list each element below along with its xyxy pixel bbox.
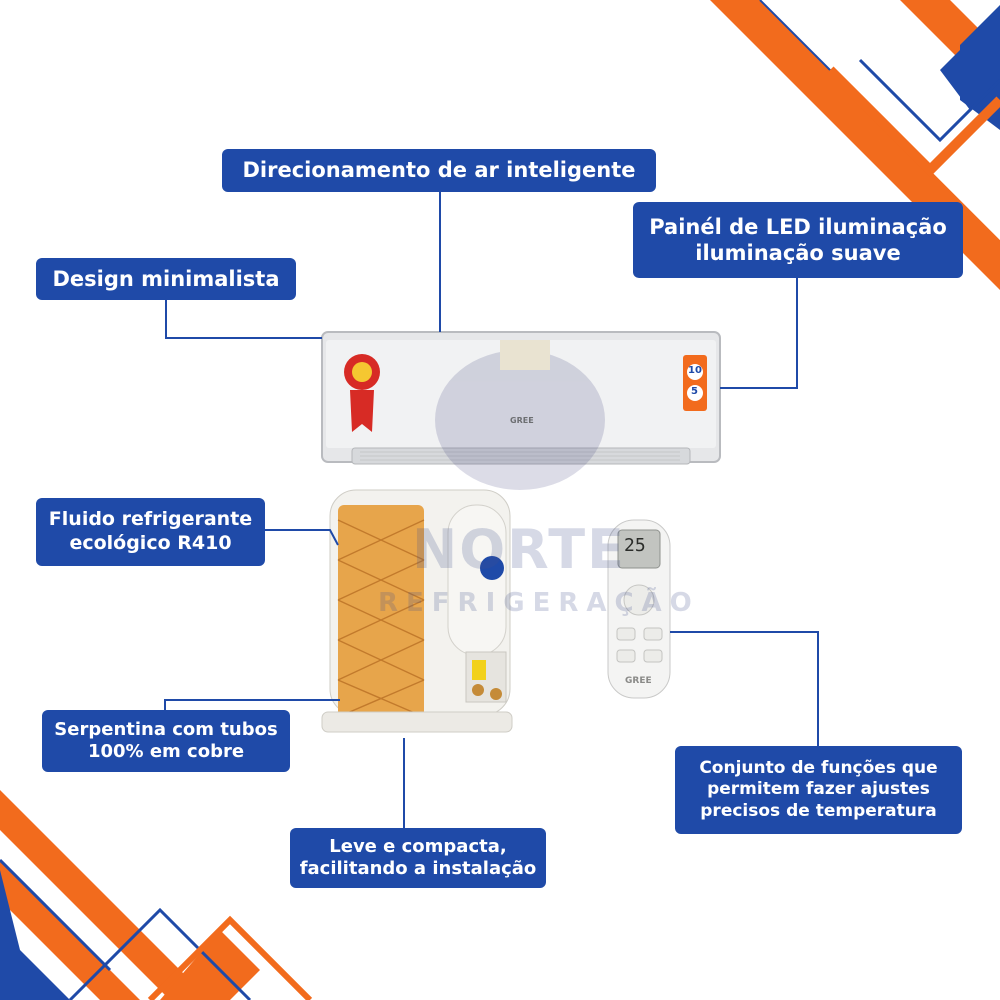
feature-label-compact: Leve e compacta, facilitando a instalaçã… — [290, 828, 546, 888]
feature-text-design: Design minimalista — [52, 266, 280, 291]
feature-text-compact-2: facilitando a instalação — [299, 858, 537, 879]
remote-control-illustration — [607, 519, 671, 699]
feature-text-led-1: Painél de LED iluminação — [649, 214, 947, 239]
watermark-sub: REFRIGERAÇÃO — [378, 588, 700, 618]
outdoor-unit-illustration — [321, 489, 513, 733]
feature-label-functions: Conjunto de funções que permitem fazer a… — [675, 746, 962, 834]
feature-text-refrigerant-2: ecológico R410 — [69, 532, 232, 554]
watermark-brand: NORTE — [412, 518, 626, 581]
remote-brand: GREE — [625, 676, 652, 686]
feature-label-airflow: Direcionamento de ar inteligente — [222, 149, 656, 192]
feature-text-functions-1: Conjunto de funções que — [699, 758, 938, 779]
connector-lines — [164, 192, 819, 830]
indoor-unit-brand: GREE — [510, 416, 534, 425]
remote-display-temperature: 25 — [624, 535, 646, 556]
indoor-unit-illustration — [321, 331, 721, 465]
feature-label-design: Design minimalista — [36, 258, 296, 300]
feature-label-copper-coil: Serpentina com tubos 100% em cobre — [42, 710, 290, 772]
warranty-badge-5: 5 — [691, 386, 698, 397]
feature-text-coil-1: Serpentina com tubos — [54, 718, 278, 740]
feature-text-airflow: Direcionamento de ar inteligente — [242, 158, 636, 183]
feature-text-led-2: iluminação suave — [695, 241, 901, 265]
feature-text-coil-2: 100% em cobre — [87, 741, 245, 762]
feature-label-refrigerant: Fluido refrigerante ecológico R410 — [36, 498, 265, 566]
feature-text-functions-3: precisos de temperatura — [700, 800, 937, 821]
watermark-mascot — [435, 340, 605, 490]
feature-text-compact-1: Leve e compacta, — [329, 835, 507, 857]
feature-text-functions-2: permitem fazer ajustes — [707, 779, 930, 800]
feature-text-refrigerant-1: Fluido refrigerante — [48, 508, 253, 531]
bottom-left-stripes — [0, 790, 313, 1000]
feature-label-led-panel: Painél de LED iluminação iluminação suav… — [633, 202, 963, 278]
warranty-badge-10: 10 — [688, 365, 702, 376]
